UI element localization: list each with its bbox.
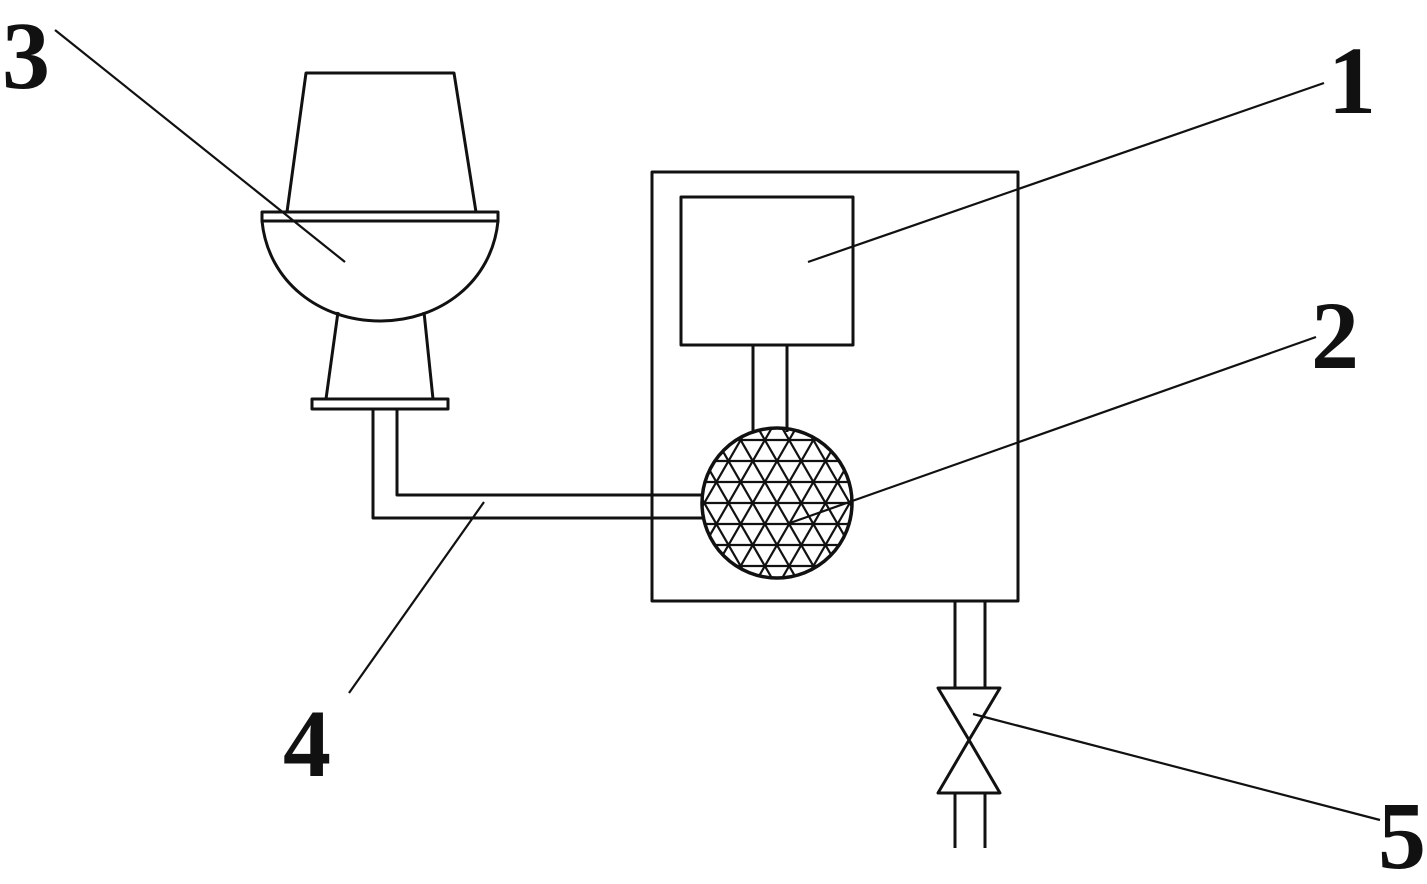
leader-line-2 bbox=[789, 335, 1317, 525]
leader-line-5 bbox=[972, 712, 1381, 822]
drain-pipe bbox=[371, 409, 702, 520]
toilet-pedestal bbox=[324, 311, 435, 401]
toilet-bowl bbox=[260, 219, 500, 323]
mesh-line bbox=[772, 454, 852, 578]
mesh-line bbox=[702, 428, 728, 521]
mesh-hatching bbox=[702, 428, 852, 578]
callout-label-2: 2 bbox=[1311, 282, 1359, 389]
mesh-line bbox=[702, 428, 782, 552]
mesh-line bbox=[702, 428, 764, 542]
leader-lines bbox=[54, 29, 1381, 822]
mesh-line bbox=[702, 485, 728, 578]
callout-label-3: 3 bbox=[2, 2, 50, 109]
mesh-line bbox=[790, 428, 852, 542]
mesh-line bbox=[845, 496, 852, 578]
mesh-line bbox=[754, 443, 837, 578]
mesh-line bbox=[717, 428, 800, 563]
mesh-line bbox=[790, 464, 852, 578]
mesh-line bbox=[826, 428, 852, 521]
leader-line-1 bbox=[807, 81, 1325, 264]
mesh-line bbox=[736, 433, 818, 573]
vertical-connector-pipe bbox=[751, 345, 789, 432]
drain-pipe-outer-wall bbox=[371, 409, 702, 520]
valve bbox=[936, 686, 1002, 795]
leader-line-4 bbox=[348, 501, 485, 694]
upper-unit bbox=[679, 195, 855, 347]
mesh-line bbox=[702, 464, 764, 578]
mesh-filter-outline bbox=[700, 426, 854, 580]
toilet-base-flange bbox=[310, 397, 450, 411]
mesh-line bbox=[717, 443, 800, 578]
housing-box bbox=[650, 170, 1020, 603]
valve-body bbox=[936, 686, 1002, 795]
mesh-line bbox=[826, 485, 852, 578]
mesh-filter bbox=[700, 426, 854, 580]
callout-label-1: 1 bbox=[1328, 27, 1376, 134]
leader-line-3 bbox=[54, 29, 346, 263]
callout-label-4: 4 bbox=[283, 690, 331, 797]
toilet-tank bbox=[285, 71, 478, 214]
mesh-line bbox=[754, 428, 837, 563]
mesh-line bbox=[702, 428, 709, 510]
outlet-pipe bbox=[953, 601, 987, 848]
callout-label-5: 5 bbox=[1378, 782, 1426, 884]
toilet bbox=[260, 71, 500, 411]
drain-pipe-inner-wall bbox=[395, 409, 702, 497]
